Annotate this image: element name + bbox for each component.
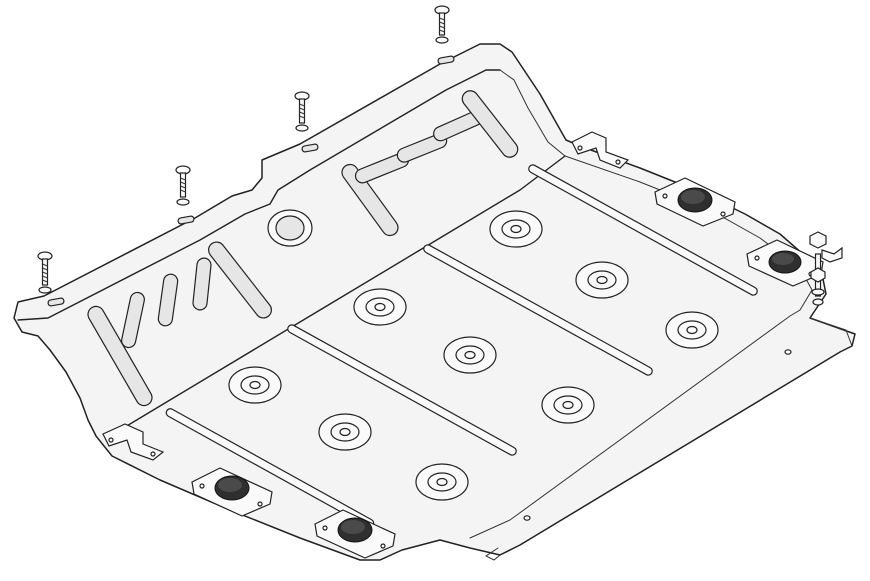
vent-slot [121, 291, 145, 349]
dimples [228, 210, 719, 501]
bracket [102, 423, 165, 461]
vent-slot [208, 241, 272, 319]
bolt [434, 5, 450, 44]
vent-slot [192, 257, 212, 311]
mounting-slot [47, 297, 65, 307]
rubber-mount [191, 467, 273, 517]
dimple [489, 210, 543, 248]
front-tab [485, 547, 501, 561]
vent-slot [341, 163, 399, 237]
stiffening-ribs [165, 164, 758, 528]
dimple [415, 463, 469, 501]
dimple [318, 413, 372, 451]
dimple [443, 336, 497, 374]
dimple [541, 386, 595, 424]
vent-slot [157, 273, 179, 327]
bolt [37, 251, 53, 294]
vent-slot [461, 90, 519, 158]
bolt-with-nuts [809, 231, 843, 306]
dimple [665, 311, 719, 349]
bracket [571, 131, 630, 169]
mounting-slot [437, 55, 455, 65]
mounting-slot [301, 143, 319, 153]
skid-plate-outline [13, 43, 856, 561]
dimple [575, 261, 629, 299]
vent-slot [87, 305, 153, 407]
edge-hole [523, 515, 531, 521]
stiffening-rib [423, 244, 653, 376]
mounting-slot [177, 215, 195, 225]
bolt [294, 91, 310, 132]
front-edge-fold [499, 69, 566, 157]
vent-slots [87, 90, 519, 407]
stiffening-rib [287, 324, 517, 456]
bolt [175, 165, 191, 206]
dimple [228, 366, 282, 404]
rubber-mount [314, 509, 396, 559]
dimple [353, 288, 407, 326]
round-hole [267, 209, 313, 247]
edge-hole [784, 349, 792, 355]
mounting-slots [47, 55, 455, 307]
rear-tab [809, 317, 853, 347]
bend-line [109, 155, 566, 437]
rubber-mount [654, 177, 736, 227]
stiffening-rib [528, 164, 758, 296]
raised-edge-fold [17, 69, 501, 321]
